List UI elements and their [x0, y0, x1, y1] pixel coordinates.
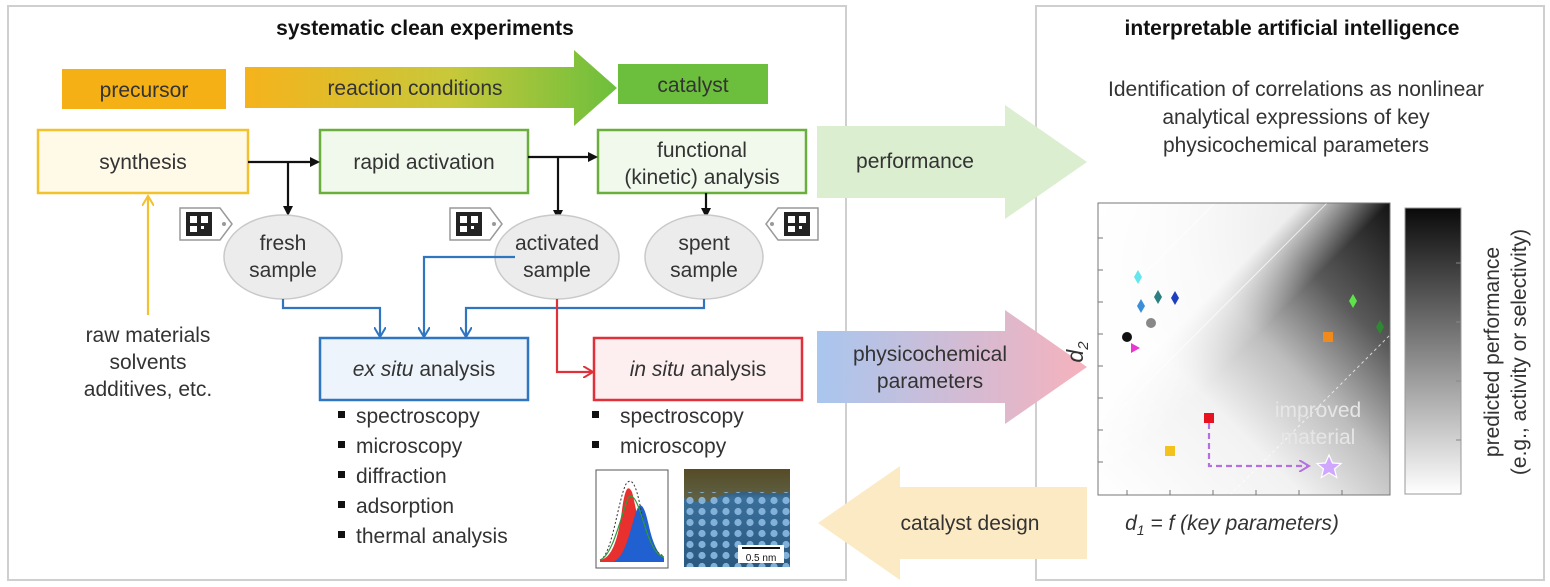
- y-axis-label: d2: [1062, 341, 1092, 363]
- colorbar-label-line1: predicted performance: [1481, 247, 1504, 457]
- physicochemical-arrow: [817, 310, 1087, 424]
- catalyst-label: catalyst: [657, 74, 728, 97]
- plot-marker: [1204, 413, 1214, 423]
- plot-marker: [1131, 343, 1140, 353]
- svg-text:spectroscopy: spectroscopy: [620, 405, 744, 428]
- catalyst-design-label: catalyst design: [901, 512, 1040, 535]
- plot-marker: [1165, 446, 1175, 456]
- description-line2: analytical expressions of key: [1162, 106, 1430, 129]
- micrograph-scale-label: 0.5 nm: [746, 553, 777, 564]
- precursor-label: precursor: [100, 79, 189, 102]
- in-situ-label: in situ analysis: [630, 358, 767, 381]
- plot-marker: [1134, 270, 1142, 284]
- reaction-conditions-arrow: [245, 50, 617, 126]
- plot-marker: [1154, 290, 1162, 304]
- plot-marker: [1349, 294, 1357, 308]
- reaction-conditions-label: reaction conditions: [327, 77, 502, 100]
- description-line1: Identification of correlations as nonlin…: [1108, 78, 1484, 101]
- improvement-arrow: [1207, 423, 1308, 466]
- functional-label-line2: (kinetic) analysis: [624, 166, 779, 189]
- spent-sample: [644, 214, 764, 300]
- ai-plot: improved material: [1097, 202, 1391, 496]
- raw-materials-line3: additives, etc.: [84, 378, 212, 401]
- colorbar: [1404, 207, 1462, 495]
- improved-material-star-icon: [1315, 453, 1343, 479]
- catalyst-banner: [618, 64, 768, 104]
- process-arrows: [248, 152, 711, 220]
- svg-text:microscopy: microscopy: [356, 435, 463, 458]
- synthesis-label: synthesis: [99, 151, 187, 174]
- plot-marker: [1122, 332, 1132, 342]
- left-panel-title: systematic clean experiments: [276, 17, 574, 40]
- performance-label: performance: [856, 150, 974, 173]
- functional-label-line1: functional: [657, 139, 747, 162]
- svg-text:thermal analysis: thermal analysis: [356, 525, 508, 548]
- precursor-banner: [62, 69, 226, 109]
- plot-marker: [1137, 299, 1145, 313]
- activated-sample-line2: sample: [523, 259, 591, 282]
- catalyst-design-arrow: [818, 466, 1087, 580]
- description-line3: physicochemical parameters: [1163, 134, 1429, 157]
- ex-situ-arrows: [281, 255, 706, 336]
- qr-tag-icon: [179, 207, 233, 241]
- colorbar-label-line2: (e.g., activity or selectivity): [1508, 229, 1531, 475]
- spectrum-thumbnail: [595, 469, 669, 569]
- plot-marker: [1323, 332, 1333, 342]
- activated-sample-line1: activated: [515, 232, 599, 255]
- physicochemical-label-line1: physicochemical: [853, 343, 1007, 366]
- qr-tag-icon: [765, 207, 819, 241]
- plot-marker: [1376, 320, 1384, 334]
- ex-situ-label: ex situ analysis: [353, 358, 495, 381]
- qr-tag-icon: [449, 207, 503, 241]
- micrograph-thumbnail: 0.5 nm: [684, 469, 790, 567]
- ex-situ-list: spectroscopy microscopy diffraction adso…: [338, 405, 508, 548]
- rapid-activation-box: [318, 128, 530, 195]
- fresh-sample-line1: fresh: [260, 232, 307, 255]
- svg-text:adsorption: adsorption: [356, 495, 454, 518]
- fresh-sample: [223, 214, 343, 300]
- in-situ-arrow: [555, 299, 592, 372]
- improved-label-line2: material: [1281, 426, 1356, 449]
- performance-arrow: [817, 105, 1087, 219]
- plot-marker: [1146, 318, 1156, 328]
- in-situ-list: spectroscopy microscopy: [592, 405, 744, 458]
- fresh-sample-line2: sample: [249, 259, 317, 282]
- ex-situ-box: [318, 336, 530, 402]
- x-axis-label: d1 = f (key parameters): [1125, 512, 1339, 538]
- functional-analysis-box: [596, 128, 808, 195]
- raw-materials-line1: raw materials: [86, 324, 211, 347]
- in-situ-box: [592, 336, 804, 402]
- left-panel-frame: [7, 5, 847, 581]
- improved-label-line1: improved: [1275, 399, 1361, 422]
- right-panel-frame: [1035, 5, 1545, 581]
- svg-text:diffraction: diffraction: [356, 465, 447, 488]
- spent-sample-line2: sample: [670, 259, 738, 282]
- svg-text:spectroscopy: spectroscopy: [356, 405, 480, 428]
- svg-text:microscopy: microscopy: [620, 435, 727, 458]
- right-panel-title: interpretable artificial intelligence: [1125, 17, 1460, 40]
- spent-sample-line1: spent: [678, 232, 730, 255]
- physicochemical-label-line2: parameters: [877, 370, 983, 393]
- rapid-activation-label: rapid activation: [353, 151, 494, 174]
- raw-materials-line2: solvents: [109, 351, 186, 374]
- plot-marker: [1171, 291, 1179, 305]
